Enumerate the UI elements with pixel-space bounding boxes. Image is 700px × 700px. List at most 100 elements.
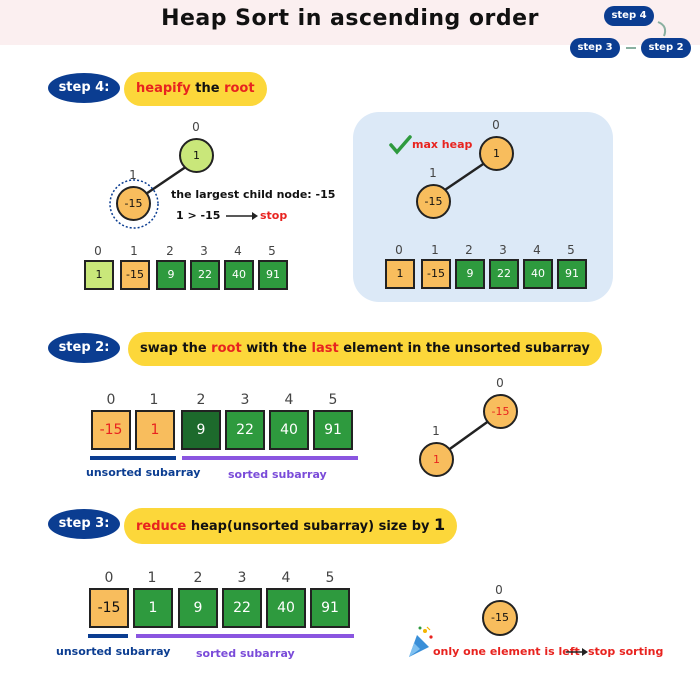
step3-instr-one: 1 bbox=[434, 515, 446, 534]
array-index: 0 bbox=[395, 243, 403, 257]
array-cell: 40 bbox=[266, 588, 306, 628]
step3-sorted-bar bbox=[136, 634, 354, 638]
step2-root-index: 0 bbox=[496, 376, 504, 390]
final-note: only one element is left bbox=[433, 645, 580, 658]
array-index: 3 bbox=[237, 570, 247, 586]
array-cell: 1 bbox=[133, 588, 173, 628]
array-index: 4 bbox=[234, 244, 242, 258]
page-title: Heap Sort in ascending order bbox=[161, 6, 539, 31]
checkmark-icon bbox=[389, 135, 412, 155]
step2-sorted-bar bbox=[182, 456, 358, 460]
step3-array: 0 1 2 3 4 5 -15 1 9 22 40 91 bbox=[88, 570, 358, 630]
step4-root-node: 1 bbox=[179, 138, 214, 173]
header-bar bbox=[0, 0, 700, 45]
array-index: 3 bbox=[240, 392, 250, 408]
step3-root-value: -15 bbox=[491, 611, 509, 624]
array-cell: 1 bbox=[84, 260, 114, 290]
step4-compare-text: 1 > -15 bbox=[176, 209, 221, 222]
array-index: 1 bbox=[149, 392, 159, 408]
cycle-arrows-icon bbox=[626, 21, 667, 49]
maxheap-root-node: 1 bbox=[479, 136, 514, 171]
step3-instr-reduce: reduce bbox=[136, 519, 187, 534]
maxheap-root-value: 1 bbox=[493, 147, 500, 160]
step2-child-index: 1 bbox=[432, 424, 440, 438]
maxheap-child-index: 1 bbox=[429, 166, 437, 180]
step3-instr-b: heap(unsorted subarray) size by bbox=[186, 519, 434, 534]
array-index: 1 bbox=[147, 570, 157, 586]
step2-instr-root: root bbox=[211, 341, 242, 356]
step4-root-value: 1 bbox=[193, 149, 200, 162]
array-index: 5 bbox=[328, 392, 338, 408]
array-index: 0 bbox=[106, 392, 116, 408]
array-cell: 91 bbox=[310, 588, 350, 628]
array-index: 1 bbox=[431, 243, 439, 257]
array-cell: 1 bbox=[135, 410, 175, 450]
step4-stop-label: stop bbox=[260, 209, 288, 222]
step2-instr-b: with the bbox=[241, 341, 312, 356]
array-cell: -15 bbox=[120, 260, 150, 290]
step2-unsorted-bar bbox=[90, 456, 176, 460]
cycle-step4-badge: step 4 bbox=[604, 6, 654, 26]
array-cell: 9 bbox=[178, 588, 218, 628]
array-index: 5 bbox=[325, 570, 335, 586]
array-cell: 9 bbox=[181, 410, 221, 450]
array-index: 2 bbox=[166, 244, 174, 258]
arrow-right-icon bbox=[566, 648, 588, 656]
array-index: 4 bbox=[281, 570, 291, 586]
step4-note-compare: 1 > -15 bbox=[176, 209, 220, 222]
max-heap-label: max heap bbox=[412, 138, 473, 151]
array-cell: 1 bbox=[385, 259, 415, 289]
step2-unsorted-label: unsorted subarray bbox=[86, 466, 201, 479]
array-cell: 22 bbox=[225, 410, 265, 450]
step4-root-index: 0 bbox=[192, 120, 200, 134]
array-index: 4 bbox=[284, 392, 294, 408]
array-index: 4 bbox=[533, 243, 541, 257]
step2-badge: step 2: bbox=[48, 333, 120, 363]
step3-unsorted-bar bbox=[88, 634, 128, 638]
step4-badge: step 4: bbox=[48, 73, 120, 103]
step3-sorted-label: sorted subarray bbox=[196, 647, 295, 660]
step2-instruction: swap the root with the last element in t… bbox=[128, 332, 602, 366]
array-index: 5 bbox=[268, 244, 276, 258]
max-heap-array: 0 1 2 3 4 5 1 -15 9 22 40 91 bbox=[384, 243, 594, 293]
array-cell: 91 bbox=[313, 410, 353, 450]
array-cell: 91 bbox=[557, 259, 587, 289]
array-cell: 9 bbox=[156, 260, 186, 290]
step4-child-index: 1 bbox=[129, 168, 137, 182]
step2-sorted-label: sorted subarray bbox=[228, 468, 327, 481]
step2-array: 0 1 2 3 4 5 -15 1 9 22 40 91 bbox=[90, 392, 360, 452]
array-cell: 40 bbox=[523, 259, 553, 289]
step2-child-value: 1 bbox=[433, 453, 440, 466]
array-cell: 22 bbox=[190, 260, 220, 290]
array-index: 2 bbox=[196, 392, 206, 408]
array-index: 2 bbox=[193, 570, 203, 586]
cycle-step2-badge: step 2 bbox=[641, 38, 691, 58]
step3-root-node: -15 bbox=[482, 600, 518, 636]
array-cell: 9 bbox=[455, 259, 485, 289]
array-cell: 40 bbox=[224, 260, 254, 290]
step3-unsorted-label: unsorted subarray bbox=[56, 645, 171, 658]
step3-badge: step 3: bbox=[48, 509, 120, 539]
array-cell: -15 bbox=[91, 410, 131, 450]
step2-instr-a: swap the bbox=[140, 341, 212, 356]
party-popper-icon bbox=[409, 626, 433, 657]
step4-array: 0 1 2 3 4 5 1 -15 9 22 40 91 bbox=[83, 244, 303, 294]
array-cell: -15 bbox=[421, 259, 451, 289]
array-index: 0 bbox=[104, 570, 114, 586]
step2-instr-last: last bbox=[311, 341, 339, 356]
array-cell: 91 bbox=[258, 260, 288, 290]
stop-sorting-label: stop sorting bbox=[588, 645, 664, 658]
array-index: 1 bbox=[130, 244, 138, 258]
array-index: 5 bbox=[567, 243, 575, 257]
array-cell: 22 bbox=[489, 259, 519, 289]
step2-child-node: 1 bbox=[419, 442, 454, 477]
array-index: 0 bbox=[94, 244, 102, 258]
step4-instruction: heapify the root bbox=[124, 72, 267, 106]
array-cell: 40 bbox=[269, 410, 309, 450]
array-cell: 22 bbox=[222, 588, 262, 628]
step4-instr-the: the bbox=[190, 81, 225, 96]
arrow-right-icon bbox=[226, 212, 258, 220]
step2-instr-c: element in the unsorted subarray bbox=[338, 341, 590, 356]
maxheap-child-node: -15 bbox=[416, 184, 451, 219]
step4-instr-heapify: heapify bbox=[136, 81, 191, 96]
